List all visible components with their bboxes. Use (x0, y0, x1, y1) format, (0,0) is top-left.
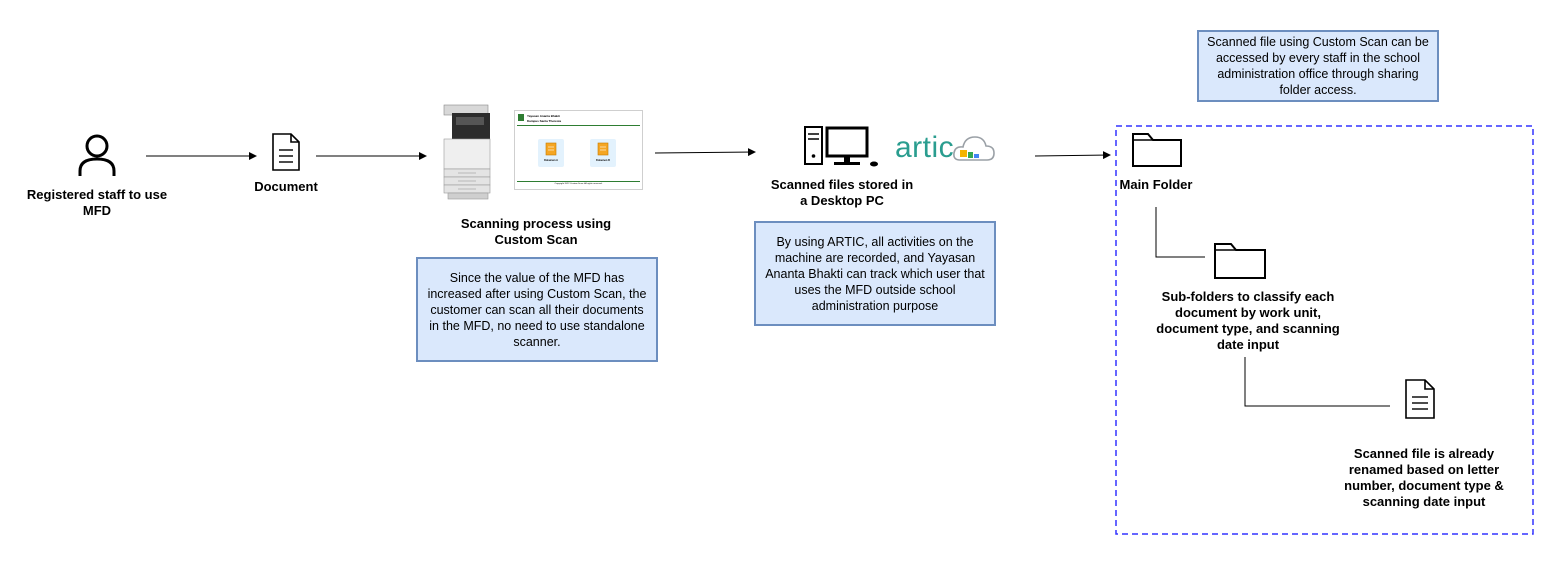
user-icon (78, 134, 116, 176)
cloud-icon (953, 136, 995, 161)
subfolder-icon (1214, 243, 1266, 279)
folder-icon (1132, 133, 1182, 167)
dashed-folder-container (1115, 125, 1534, 535)
screen-folder-label-2: Dokumen B (596, 159, 610, 162)
screen-org-line1: Yayasan Ananta Bhakti (527, 114, 560, 118)
desktop-pc-icon (804, 126, 878, 167)
document-label: Document (254, 179, 318, 194)
screen-folder-label-1: Dokumen A (544, 159, 558, 162)
document-icon (272, 133, 300, 171)
screen-folder-tile-1[interactable]: Dokumen A (538, 139, 564, 167)
scanned-file-icon (1405, 379, 1435, 419)
arrow-scanner-to-desktop (654, 148, 756, 157)
folder-doc-icon (597, 142, 609, 156)
link-sub-to-file (1244, 357, 1390, 407)
folder-doc-icon (545, 142, 557, 156)
screen-footer: Copyright 2022 Custom Scan. All rights r… (554, 183, 603, 185)
scanned-file-label: Scanned file is already renamed based on… (1344, 446, 1504, 509)
link-main-to-sub (1155, 207, 1205, 258)
staff-label: Registered staff to use MFD (26, 187, 168, 218)
artic-note: By using ARTIC, all activities on the ma… (754, 221, 996, 326)
mfd-printer-icon (443, 104, 491, 200)
screen-footer-divider (517, 181, 640, 182)
subfolders-label: Sub-folders to classify each document by… (1156, 289, 1340, 352)
custom-scan-note: Since the value of the MFD has increased… (416, 257, 658, 362)
desktop-label: Scanned files stored in a Desktop PC (770, 177, 914, 208)
scanning-label: Scanning process using Custom Scan (460, 216, 612, 247)
screen-divider (517, 125, 640, 126)
sharing-note: Scanned file using Custom Scan can be ac… (1197, 30, 1439, 102)
org-logo-icon (518, 114, 524, 121)
artic-logo: artic (895, 131, 955, 164)
custom-scan-screen: Yayasan Ananta Bhakti Kampus Santa There… (514, 110, 643, 190)
arrow-desktop-to-folder (1034, 151, 1111, 160)
main-folder-label: Main Folder (1119, 177, 1193, 192)
screen-folder-tile-2[interactable]: Dokumen B (590, 139, 616, 167)
screen-org-line2: Kampus Santa Theresia (527, 119, 562, 123)
